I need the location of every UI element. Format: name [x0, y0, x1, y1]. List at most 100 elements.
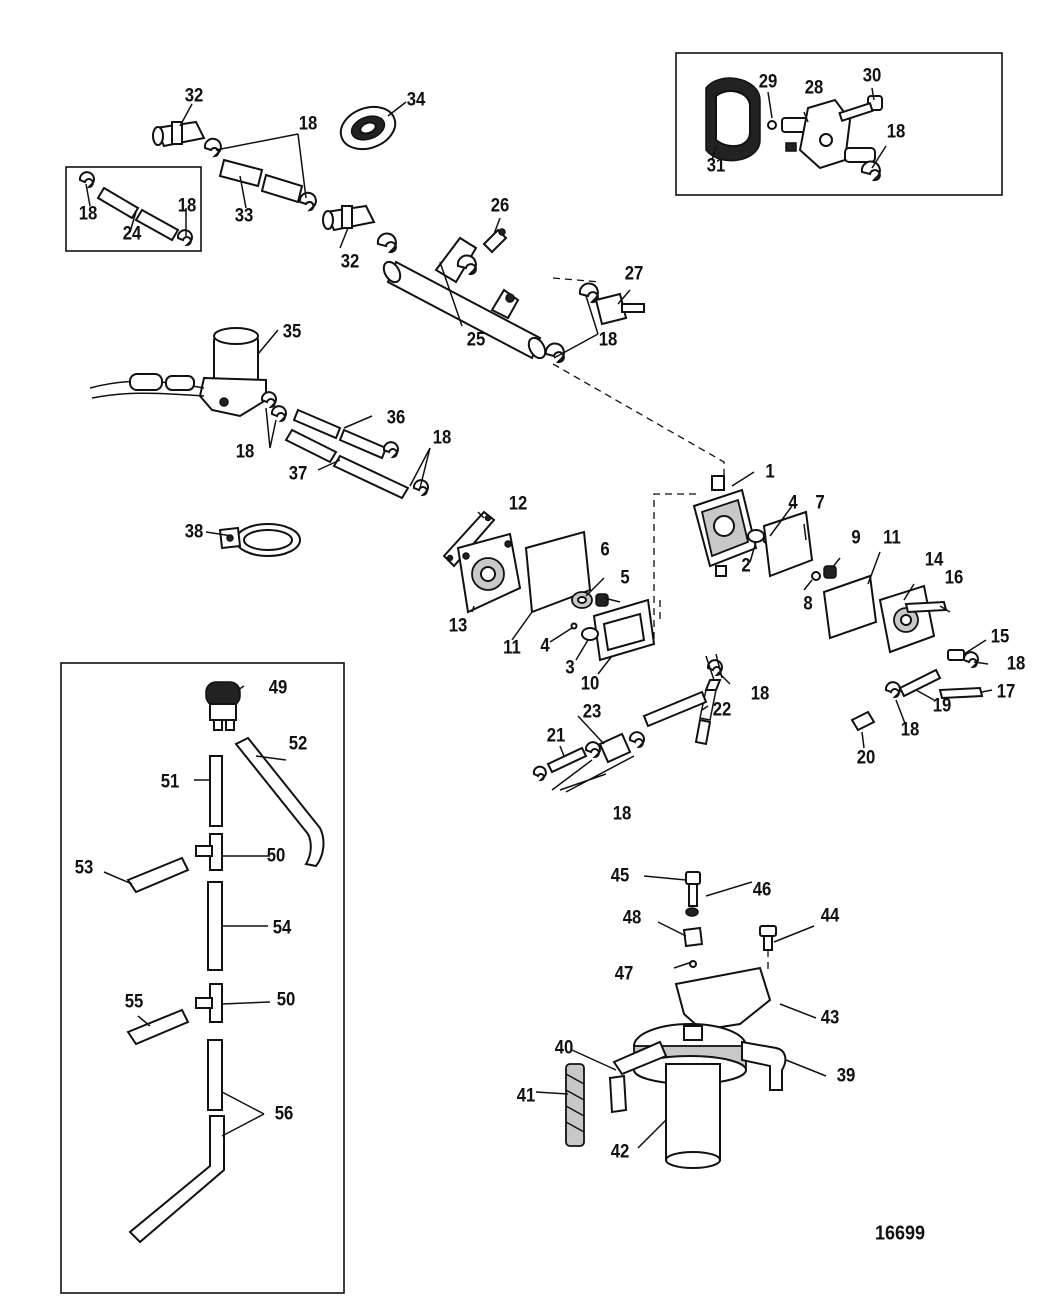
callout-36: 36	[386, 407, 406, 429]
part-17-screw	[938, 686, 984, 700]
callout-28: 28	[804, 77, 824, 99]
callout-42: 42	[610, 1141, 630, 1163]
part-3-disc	[581, 627, 599, 641]
callout-50-lower: 50	[276, 989, 296, 1011]
part-18-clamp-b	[298, 191, 317, 212]
callout-25: 25	[466, 329, 486, 351]
part-35-electric-pump	[89, 327, 267, 418]
part-13-pump-cover	[456, 532, 522, 614]
callout-18-pump: 18	[235, 441, 255, 463]
part-32-fitting-lower	[322, 204, 376, 232]
inset-box-fuel-connector	[675, 52, 1003, 196]
callout-32-lower: 32	[340, 251, 360, 273]
part-52-hose	[234, 736, 325, 868]
part-38-bracket-clamp	[218, 523, 301, 557]
part-22-hose-mid	[694, 718, 712, 746]
callout-37: 37	[288, 463, 308, 485]
dash-line-manifold	[552, 277, 725, 476]
callout-24: 24	[122, 223, 142, 245]
part-7-gasket	[762, 510, 814, 578]
callout-15: 15	[990, 626, 1010, 648]
callout-9: 9	[851, 527, 861, 549]
part-16-screw	[904, 600, 948, 614]
part-18-clamp-d	[456, 254, 477, 276]
part-56-hose-upper	[207, 1039, 223, 1111]
part-26-valve	[482, 228, 508, 254]
callout-14: 14	[924, 549, 944, 571]
part-18-clamp-j	[412, 479, 429, 497]
part-8-washer	[811, 571, 821, 581]
callout-18-hose: 18	[432, 427, 452, 449]
callout-46: 46	[752, 879, 772, 901]
callout-44: 44	[820, 905, 840, 927]
callout-48: 48	[622, 907, 642, 929]
callout-18-kit-right: 18	[177, 195, 197, 217]
part-4-pin-left	[570, 622, 578, 630]
callout-18-inset: 18	[886, 121, 906, 143]
callout-50-upper: 50	[266, 845, 286, 867]
part-18-clamp-kit-b	[176, 229, 193, 247]
callout-18-leaders	[551, 755, 635, 793]
callout-12: 12	[508, 493, 528, 515]
callout-35: 35	[282, 321, 302, 343]
part-6-diaphragm-cap	[571, 591, 593, 609]
part-18-clamp-inset	[860, 160, 881, 182]
part-54-hose	[207, 881, 223, 971]
part-18-clamp-a	[203, 137, 222, 158]
callout-47: 47	[614, 963, 634, 985]
part-24-hose-b	[134, 208, 180, 242]
part-23-filter	[598, 732, 632, 764]
part-51-hose	[209, 755, 223, 827]
part-18-clamp-f	[578, 282, 599, 304]
part-18-clamp-g	[260, 391, 277, 409]
part-49-fitting	[205, 681, 241, 731]
part-18-clamp-e	[544, 342, 565, 364]
part-30-screw	[838, 95, 883, 123]
part-37-hose	[284, 428, 410, 500]
part-46-washer	[685, 907, 699, 917]
part-20-fitting	[850, 710, 876, 732]
callout-27: 27	[624, 263, 644, 285]
callout-55: 55	[124, 991, 144, 1013]
part-11-gasket-left	[524, 530, 592, 614]
part-41-screen	[565, 1063, 585, 1147]
part-1-pump-body	[692, 475, 758, 577]
callout-18-manifold: 18	[598, 329, 618, 351]
part-50-tee-upper	[195, 833, 223, 871]
callout-53: 53	[74, 857, 94, 879]
callout-52: 52	[288, 733, 308, 755]
callout-20: 20	[856, 747, 876, 769]
callout-41: 41	[516, 1085, 536, 1107]
part-32-fitting-upper	[152, 120, 206, 148]
part-39-hose	[741, 1040, 787, 1091]
callout-8: 8	[803, 593, 813, 615]
part-48-nut	[682, 926, 704, 948]
callout-18-right-b: 18	[900, 719, 920, 741]
part-40-hose	[612, 1040, 668, 1076]
callout-6: 6	[600, 539, 610, 561]
callout-31: 31	[706, 155, 726, 177]
callout-7: 7	[815, 492, 825, 514]
part-22-hose-top-end	[704, 679, 722, 691]
part-21-hose	[546, 746, 588, 774]
callout-22: 22	[712, 699, 732, 721]
part-31-connector-boot	[705, 77, 761, 162]
part-44-screw	[759, 925, 777, 951]
callout-30: 30	[862, 65, 882, 87]
callout-54: 54	[272, 917, 292, 939]
part-18-clamp-kit-a	[78, 171, 95, 189]
callout-40: 40	[554, 1037, 574, 1059]
part-40-hose-end	[608, 1074, 628, 1114]
inset-box-hose-kit	[65, 166, 202, 252]
dash-line-pump	[653, 493, 696, 644]
callout-21: 21	[546, 725, 566, 747]
callout-17: 17	[996, 681, 1016, 703]
callout-49: 49	[268, 677, 288, 699]
callout-19: 19	[932, 695, 952, 717]
part-43-bracket	[674, 966, 772, 1032]
part-33-hose	[218, 158, 304, 204]
callout-1: 1	[765, 461, 775, 483]
callout-16: 16	[944, 567, 964, 589]
part-9-spring	[823, 565, 837, 579]
callout-2: 2	[741, 555, 751, 577]
